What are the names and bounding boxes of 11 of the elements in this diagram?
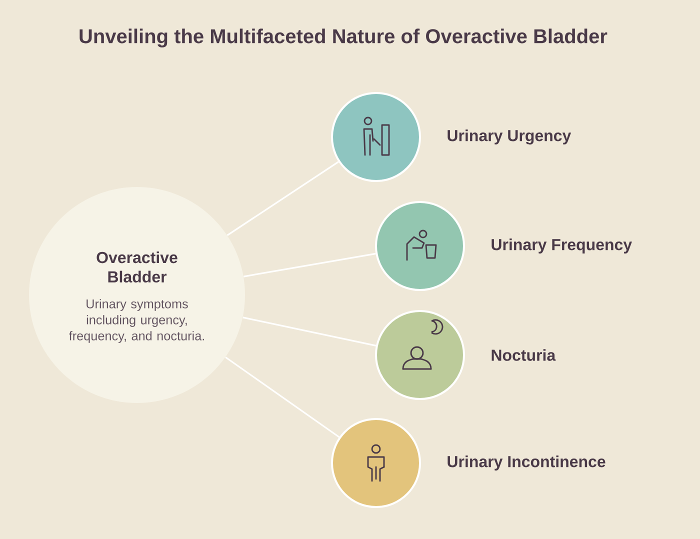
circle-description: Urinary symptoms including urgency, frequency, and nocturia. bbox=[69, 299, 204, 343]
connector-line bbox=[226, 161, 339, 236]
symptom-label: Urinary Urgency bbox=[448, 130, 572, 144]
symptom-label: Urinary Frequency bbox=[492, 238, 632, 254]
connector-line bbox=[244, 252, 376, 278]
circle-heading: Overactive Bladder bbox=[96, 251, 178, 283]
symptom-label: Nocturia bbox=[492, 349, 556, 361]
connector-line bbox=[242, 316, 376, 346]
symptom-label: Urinary Incontinence bbox=[448, 456, 606, 470]
connector-line bbox=[225, 356, 340, 438]
title: Unveiling the Multifaceted Nature of Overactive Bladder bbox=[80, 28, 608, 48]
